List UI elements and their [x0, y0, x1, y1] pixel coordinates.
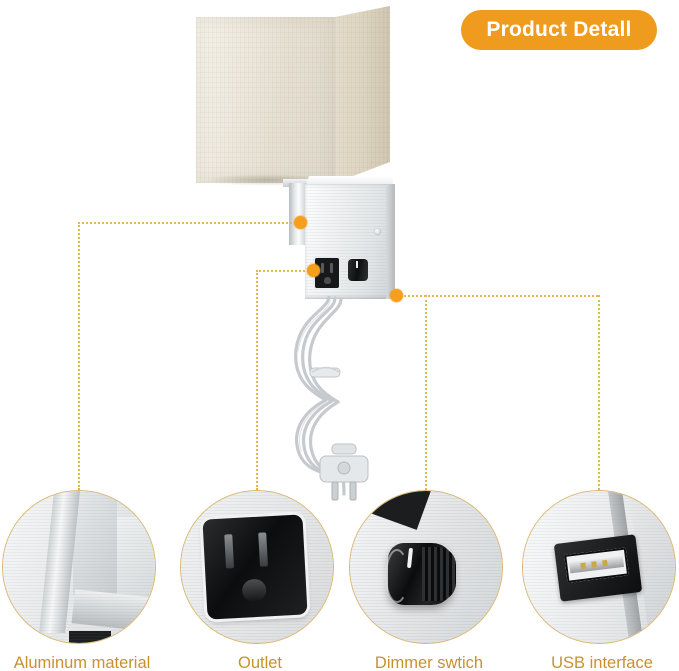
callout-dimmer-switch: Dimmer swtich [349, 490, 509, 671]
mount-box-edge [386, 184, 395, 299]
leader-dimmer-usb-horizontal [396, 295, 598, 297]
leader-dot-outlet [307, 264, 320, 277]
leader-dot-aluminum [294, 216, 307, 229]
callout-label-outlet: Outlet [237, 654, 283, 671]
dimmer-indicator-mark [356, 261, 358, 268]
product-image [196, 6, 395, 501]
badge-label: Product Detall [486, 18, 632, 41]
outlet-slot-right [330, 263, 333, 273]
outlet-slot-left [321, 263, 324, 273]
leader-dimmer-vertical [425, 295, 427, 490]
outlet-photo [181, 491, 333, 643]
power-plug [319, 443, 369, 501]
mount-box-screw [374, 228, 381, 235]
leader-aluminum-horizontal [78, 222, 300, 224]
lamp-shade [196, 6, 390, 186]
callout-outlet: Outlet [180, 490, 340, 671]
callout-aluminum-material: Aluminum material [2, 490, 162, 671]
lamp-arm [289, 183, 307, 245]
power-cord [294, 296, 369, 501]
aluminum-material-photo [3, 491, 155, 643]
product-dimmer-knob [348, 259, 368, 281]
callout-label-dimmer: Dimmer swtich [374, 654, 484, 671]
callout-usb-interface: USB interface [522, 490, 679, 671]
callout-circle-usb [522, 490, 676, 644]
lamp-shade-side [335, 6, 390, 183]
leader-outlet-vertical [256, 270, 258, 490]
leader-aluminum-vertical [78, 222, 80, 490]
callout-label-aluminum: Aluminum material [13, 654, 151, 671]
lamp-shade-texture [196, 17, 335, 183]
leader-dot-dimmer [390, 289, 403, 302]
callout-circle-aluminum [2, 490, 156, 644]
lamp-shade-front [196, 17, 335, 183]
callout-label-usb: USB interface [551, 654, 653, 671]
dimmer-switch-photo [350, 491, 502, 643]
lamp-shade-side-texture [335, 6, 390, 183]
callout-circle-dimmer [349, 490, 503, 644]
outlet-ground-hole [324, 277, 331, 284]
usb-interface-photo [523, 491, 675, 643]
leader-outlet-horizontal [256, 270, 313, 272]
product-detail-badge: Product Detall [461, 10, 657, 50]
callout-circle-outlet [180, 490, 334, 644]
leader-usb-vertical [598, 295, 600, 490]
